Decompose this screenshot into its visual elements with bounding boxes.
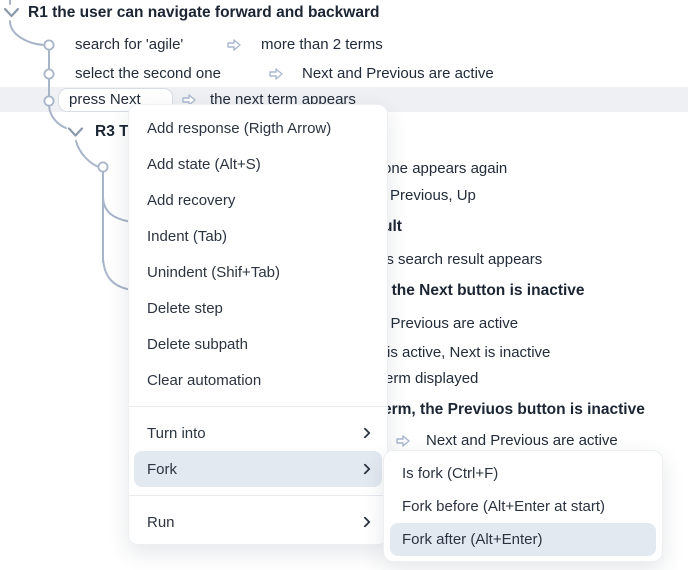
fork-submenu: Is fork (Ctrl+F) Fork before (Alt+Enter … — [383, 450, 663, 562]
step-action[interactable]: search for 'agile' — [75, 36, 184, 53]
chevron-down-icon[interactable] — [3, 7, 20, 18]
menu-item-label: Delete step — [147, 299, 223, 317]
step-text-fragment[interactable]: , the Next button is inactive — [383, 282, 585, 299]
step-text-fragment[interactable]: Next and Previous are active — [426, 432, 618, 449]
menu-item-add-recovery[interactable]: Add recovery — [129, 182, 387, 218]
response-arrow-icon — [396, 435, 410, 447]
menu-item-add-state[interactable]: Add state (Alt+S) — [129, 146, 387, 182]
menu-item-delete-subpath[interactable]: Delete subpath — [129, 326, 387, 362]
step-response[interactable]: Next and Previous are active — [302, 65, 494, 82]
menu-item-label: Turn into — [147, 424, 206, 442]
menu-item-delete-step[interactable]: Delete step — [129, 290, 387, 326]
chevron-down-icon[interactable] — [67, 127, 84, 137]
step-text-fragment[interactable]: Previous, Up — [390, 187, 476, 204]
menu-item-label: Is fork (Ctrl+F) — [402, 465, 499, 482]
menu-item-label: Add state (Alt+S) — [147, 155, 261, 173]
step-text-fragment[interactable]: is active, Next is inactive — [387, 344, 551, 361]
context-menu: Add response (Rigth Arrow) Add state (Al… — [128, 104, 388, 545]
subrequirement-title[interactable]: R3 T — [95, 123, 129, 140]
response-arrow-icon — [182, 94, 196, 106]
menu-item-label: Add recovery — [147, 191, 236, 209]
step-response[interactable]: more than 2 terms — [261, 36, 383, 53]
circle-node-icon[interactable] — [43, 39, 55, 51]
menu-item-label: Fork — [147, 460, 177, 478]
menu-item-fork[interactable]: Fork — [134, 451, 382, 487]
chevron-right-icon — [359, 427, 371, 439]
menu-item-label: Run — [147, 513, 175, 531]
step-text-fragment[interactable]: one appears again — [383, 160, 508, 177]
step-action: press Next — [69, 91, 141, 108]
circle-node-icon[interactable] — [97, 161, 109, 173]
menu-item-clear-automation[interactable]: Clear automation — [129, 362, 387, 398]
chevron-right-icon — [359, 516, 371, 528]
step-action[interactable]: select the second one — [75, 65, 221, 82]
submenu-item-fork-before[interactable]: Fork before (Alt+Enter at start) — [384, 490, 662, 523]
menu-item-label: Unindent (Shif+Tab) — [147, 263, 280, 281]
circle-node-icon[interactable] — [43, 68, 55, 80]
menu-item-label: Indent (Tab) — [147, 227, 228, 245]
menu-item-add-response[interactable]: Add response (Rigth Arrow) — [129, 110, 387, 146]
menu-item-label: Delete subpath — [147, 335, 248, 353]
menu-item-turn-into[interactable]: Turn into — [129, 415, 387, 451]
submenu-item-fork-after[interactable]: Fork after (Alt+Enter) — [390, 523, 656, 556]
submenu-item-is-fork[interactable]: Is fork (Ctrl+F) — [384, 457, 662, 490]
tree-line — [75, 140, 100, 168]
menu-item-indent[interactable]: Indent (Tab) — [129, 218, 387, 254]
requirement-title[interactable]: R1 the user can navigate forward and bac… — [28, 4, 380, 21]
menu-separator — [129, 406, 387, 407]
response-arrow-icon — [269, 68, 283, 80]
menu-item-run[interactable]: Run — [129, 504, 387, 540]
response-arrow-icon — [227, 39, 241, 51]
step-text-fragment[interactable]: erm displayed — [385, 370, 479, 387]
menu-item-label: Fork after (Alt+Enter) — [402, 531, 543, 548]
menu-item-label: Clear automation — [147, 371, 262, 389]
menu-item-unindent[interactable]: Unindent (Shif+Tab) — [129, 254, 387, 290]
step-text-fragment[interactable]: is search result appears — [383, 251, 543, 268]
step-text-fragment[interactable]: erm, the Previuos button is inactive — [383, 401, 645, 418]
step-response[interactable]: the next term appears — [210, 91, 356, 108]
chevron-right-icon — [359, 463, 371, 475]
menu-item-label: Add response (Rigth Arrow) — [147, 119, 332, 137]
tree-line — [9, 20, 45, 46]
menu-separator — [129, 495, 387, 496]
selected-step-box[interactable]: press Next — [58, 88, 173, 112]
step-text-fragment[interactable]: l Previous are active — [383, 315, 519, 332]
menu-item-label: Fork before (Alt+Enter at start) — [402, 498, 605, 515]
